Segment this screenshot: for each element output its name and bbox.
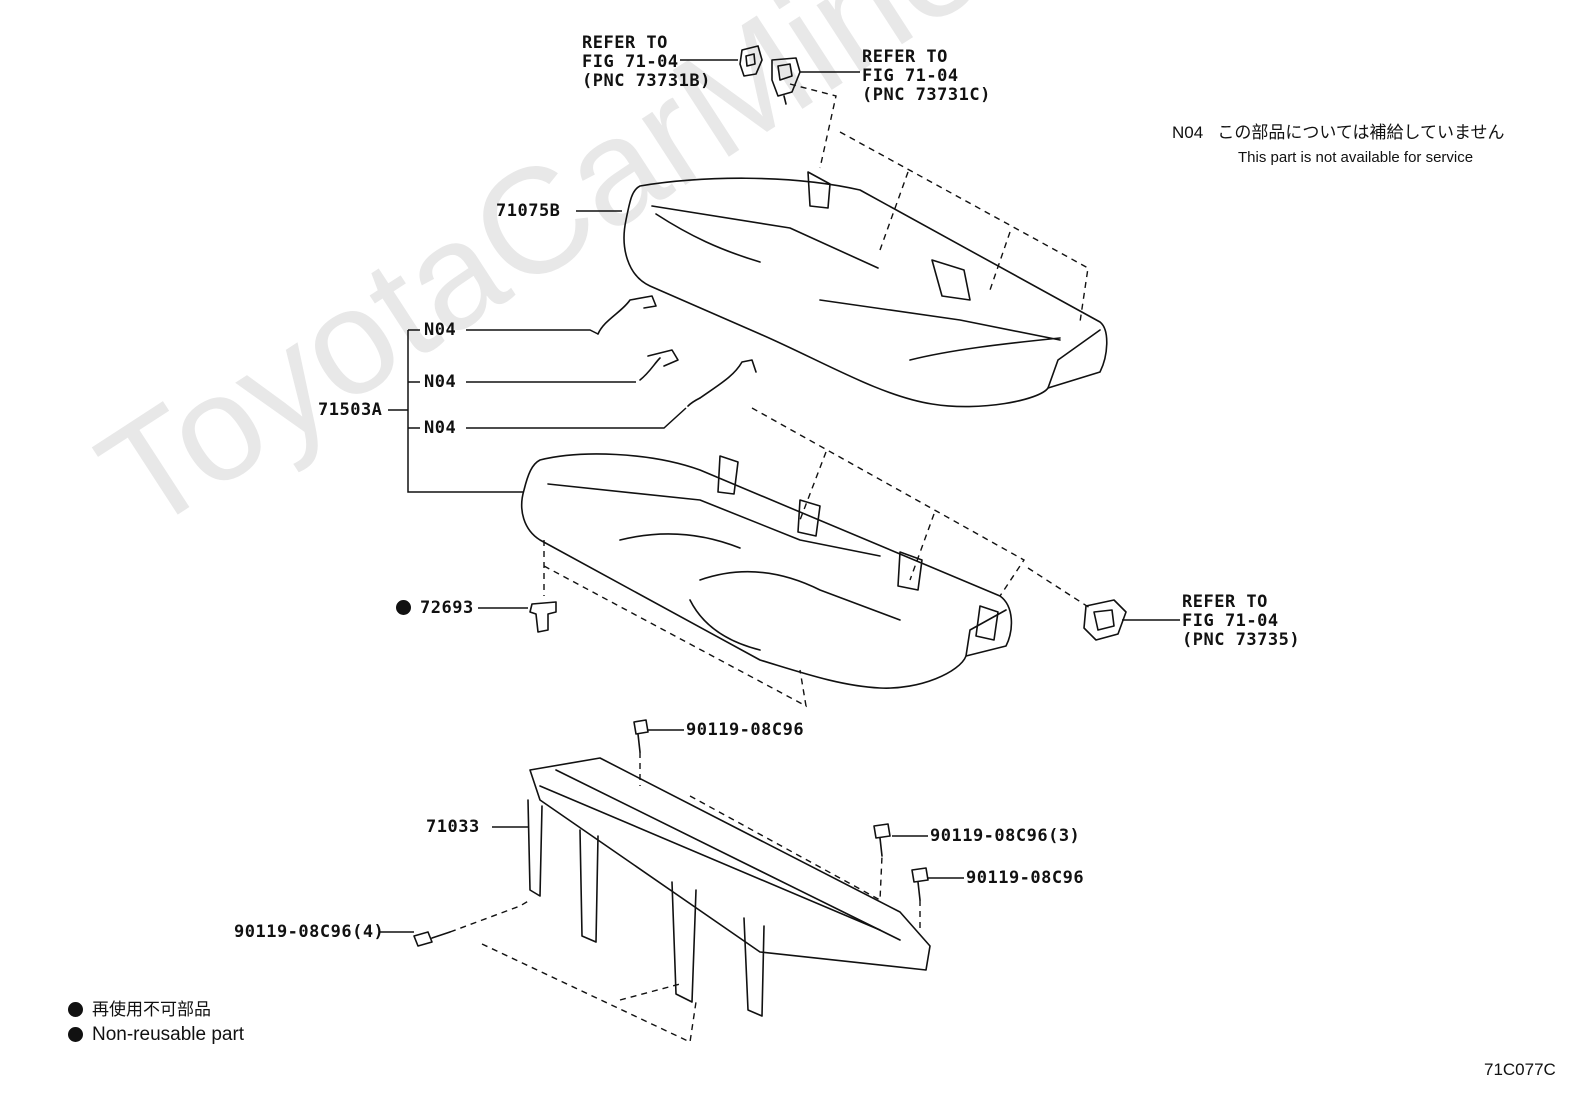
- clip-73731b-drawing: [739, 45, 763, 77]
- figure-code: 71C077C: [1484, 1060, 1556, 1079]
- part-n04-c-label: N04: [424, 418, 457, 438]
- ref-line: FIG 71-04: [582, 52, 679, 72]
- ref-line: (PNC 73731B): [582, 71, 711, 91]
- ref-line: REFER TO: [582, 33, 668, 53]
- seat-frame-drawing: [527, 757, 931, 1017]
- ref-line: REFER TO: [1182, 592, 1268, 612]
- note-code: N04: [1172, 123, 1204, 142]
- clip-72693-drawing: [529, 601, 557, 633]
- part-n04-a-label: N04: [424, 320, 457, 340]
- legend-text: 再使用不可部品: [92, 1000, 211, 1019]
- note-japanese: この部品については補給していません: [1217, 123, 1505, 142]
- bolt-left-4-label: 90119-08C96(4): [234, 922, 385, 942]
- legend-english: Non-reusable part: [68, 1025, 244, 1044]
- ref-line: FIG 71-04: [1182, 611, 1279, 631]
- non-reusable-dot-icon: [396, 600, 411, 615]
- clip-73735-drawing: [1083, 599, 1127, 641]
- legend-dot-icon: [68, 1027, 83, 1042]
- part-72693-label: 72693: [396, 599, 474, 618]
- part-71033-label: 71033: [426, 817, 480, 837]
- part-number: 72693: [420, 598, 474, 618]
- legend-dot-icon: [68, 1002, 83, 1017]
- legend-text: Non-reusable part: [92, 1024, 245, 1045]
- seat-cushion-drawing: [520, 453, 1013, 689]
- bolt-top-label: 90119-08C96: [686, 720, 805, 740]
- bolt-right-3-label: 90119-08C96(3): [930, 826, 1081, 846]
- n04-note-english: This part is not available for service: [1238, 149, 1474, 166]
- ref-line: (PNC 73731C): [862, 85, 991, 105]
- wire-harness-drawing: [597, 295, 757, 407]
- part-71503a-label: 71503A: [318, 400, 383, 420]
- part-n04-b-label: N04: [424, 372, 457, 392]
- ref-line: (PNC 73735): [1182, 630, 1301, 650]
- bolt-drawings: [413, 719, 929, 947]
- n04-note-japanese: N04 この部品については補給していません: [1172, 123, 1505, 142]
- part-71075b-label: 71075B: [496, 201, 561, 221]
- clip-73731c-drawing: [771, 57, 801, 105]
- seatback-cover-drawing: [623, 171, 1108, 408]
- bolt-right-label: 90119-08C96: [966, 868, 1085, 888]
- legend-japanese: 再使用不可部品: [68, 1000, 211, 1019]
- ref-line: REFER TO: [862, 47, 948, 67]
- ref-line: FIG 71-04: [862, 66, 959, 86]
